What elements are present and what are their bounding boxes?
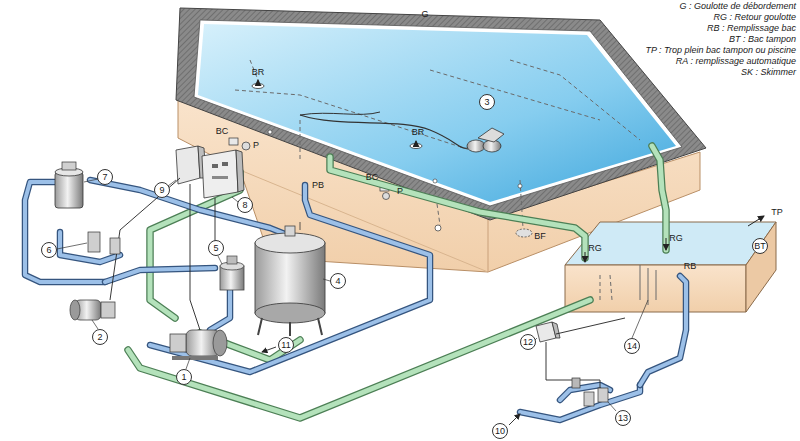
callout-number: 2 (92, 329, 108, 345)
part-label: BR (252, 67, 265, 77)
callout-number: 9 (154, 182, 170, 198)
callout-number: 10 (492, 423, 508, 439)
legend-line: RB : Remplissage bac (706, 23, 797, 34)
callout-number: 11 (278, 337, 294, 353)
callout-number: 3 (479, 94, 495, 110)
part-label: RB (684, 261, 697, 271)
callout-number: 13 (615, 410, 631, 426)
part-label: BC (366, 172, 379, 182)
part-label: P (253, 140, 259, 150)
callout-number: 14 (624, 338, 640, 354)
legend-line: RG : Retour goulotte (712, 12, 797, 23)
legend-line: TP : Trop plein bac tampon ou piscine (644, 45, 797, 56)
callout-number: 1 (176, 369, 192, 385)
legend-line: G : Goulotte de débordement (678, 1, 797, 12)
legend-line: BT : Bac tampon (728, 34, 797, 45)
part-label: TP (771, 207, 783, 217)
legend-line: RA : remplissage automatique (675, 56, 797, 67)
part-label: BR (412, 127, 425, 137)
callout-number: 12 (520, 334, 536, 350)
part-label: PB (312, 180, 324, 190)
part-label: P (397, 186, 403, 196)
callout-number: BT (752, 238, 768, 254)
part-label: G (421, 9, 428, 19)
part-label: BC (216, 126, 229, 136)
legend-line: SK : Skimmer (740, 67, 797, 78)
part-label: RG (669, 233, 683, 243)
callout-number: 8 (237, 197, 253, 213)
callout-number: 4 (330, 273, 346, 289)
callout-number: 5 (208, 240, 224, 256)
part-label: BF (534, 231, 546, 241)
part-label: RG (588, 243, 602, 253)
callout-number: 7 (97, 169, 113, 185)
callout-number: 6 (41, 242, 57, 258)
